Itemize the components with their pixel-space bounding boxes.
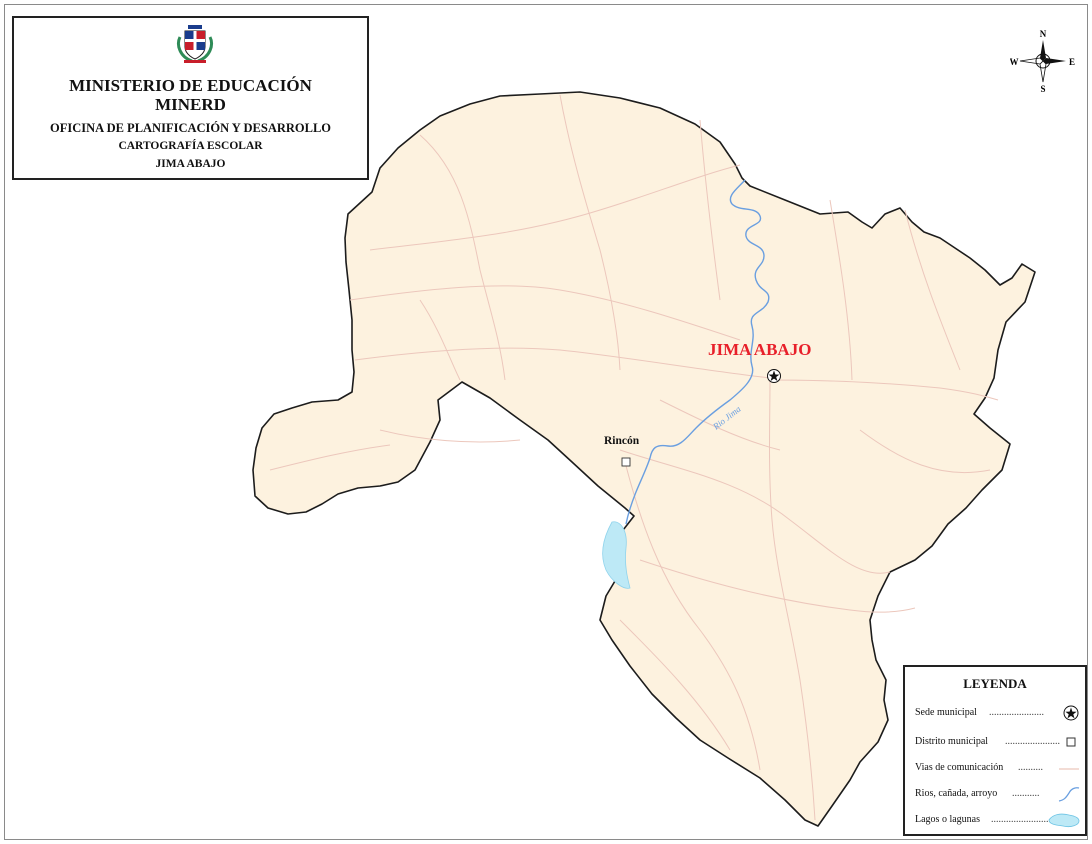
star-circle-icon [1063,705,1079,721]
legend-label: Rios, cañada, arroyo [915,788,998,799]
road-network [269,94,999,821]
road-line-icon [1059,768,1079,770]
legend-dots: ........... [1012,788,1040,799]
municipality-area [252,91,1036,827]
legend-label: Sede municipal [915,707,977,718]
compass-north: N [1040,29,1047,39]
legend-title: LEYENDA [963,676,1027,691]
district-marker-rincon[interactable] [621,457,631,467]
lake [602,521,631,589]
title-minerd: MINERD [155,95,226,114]
title-ministry: MINISTERIO DE EDUCACIÓN [69,76,312,95]
river-jima [625,179,770,525]
district-label-rincon: Rincón [604,435,640,447]
river-icon [1058,787,1080,802]
title-block: MINISTERIO DE EDUCACIÓN MINERD OFICINA D… [12,16,369,180]
legend-label: Lagos o lagunas [915,814,980,825]
municipality-label: JIMA ABAJO [708,340,811,359]
legend-item-sede: Sede municipal ...................... [915,703,1081,723]
municipal-seat-marker[interactable] [767,369,781,383]
legend-item-lagos: Lagos o lagunas ........................ [915,810,1081,830]
legend-box: LEYENDA Sede municipal .................… [903,665,1087,836]
square-icon [1066,737,1076,747]
legend-dots: .......... [1018,762,1043,773]
coat-of-arms-icon [177,25,213,63]
lake-icon [1048,813,1080,828]
legend-dots: ...................... [1005,736,1060,747]
legend-item-rios: Rios, cañada, arroyo ........... [915,784,1081,804]
legend-label: Vias de comunicación [915,762,1004,773]
legend-item-distrito: Distrito municipal .....................… [915,732,1081,752]
legend-label: Distrito municipal [915,736,989,747]
compass-rose-icon: N S W E [1010,29,1075,94]
title-municipality: JIMA ABAJO [155,158,226,170]
compass-west: W [1010,57,1019,67]
legend-item-vias: Vias de comunicación .......... [915,758,1081,778]
title-office: OFICINA DE PLANIFICACIÓN Y DESARROLLO [49,121,332,135]
title-cartography: CARTOGRAFÍA ESCOLAR [118,140,263,152]
compass-south: S [1040,84,1045,94]
legend-dots: ...................... [989,707,1044,718]
compass-east: E [1069,57,1075,67]
legend-dots: ........................ [991,814,1051,825]
